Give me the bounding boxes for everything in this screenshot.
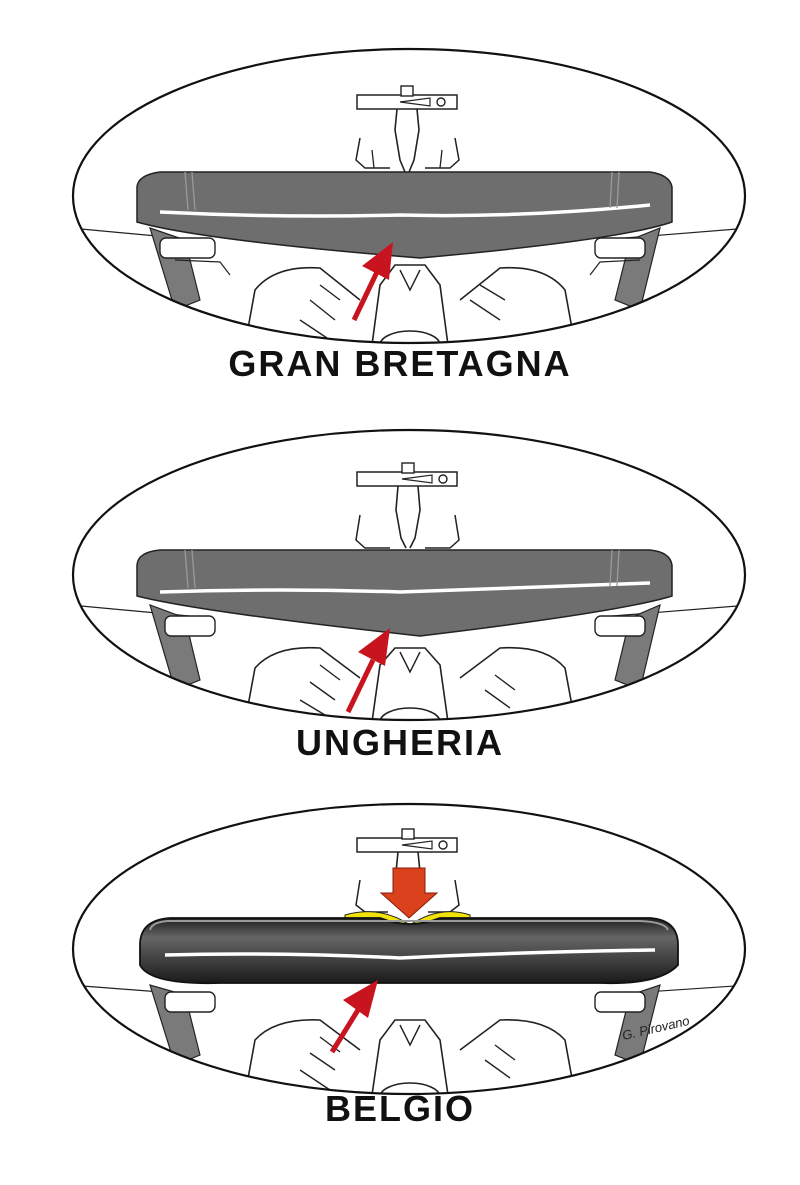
panel-label: UNGHERIA [295,722,504,763]
panel-label: GRAN BRETAGNA [228,343,572,384]
panel-ungheria: UNGHERIA [71,428,747,763]
panel-gran-bretagna: GRAN BRETAGNA [0,0,800,400]
rear-wing-diagram-1 [71,47,747,345]
panel-label: BELGIO [324,1088,475,1129]
rear-wing-diagram-2 [71,428,747,722]
